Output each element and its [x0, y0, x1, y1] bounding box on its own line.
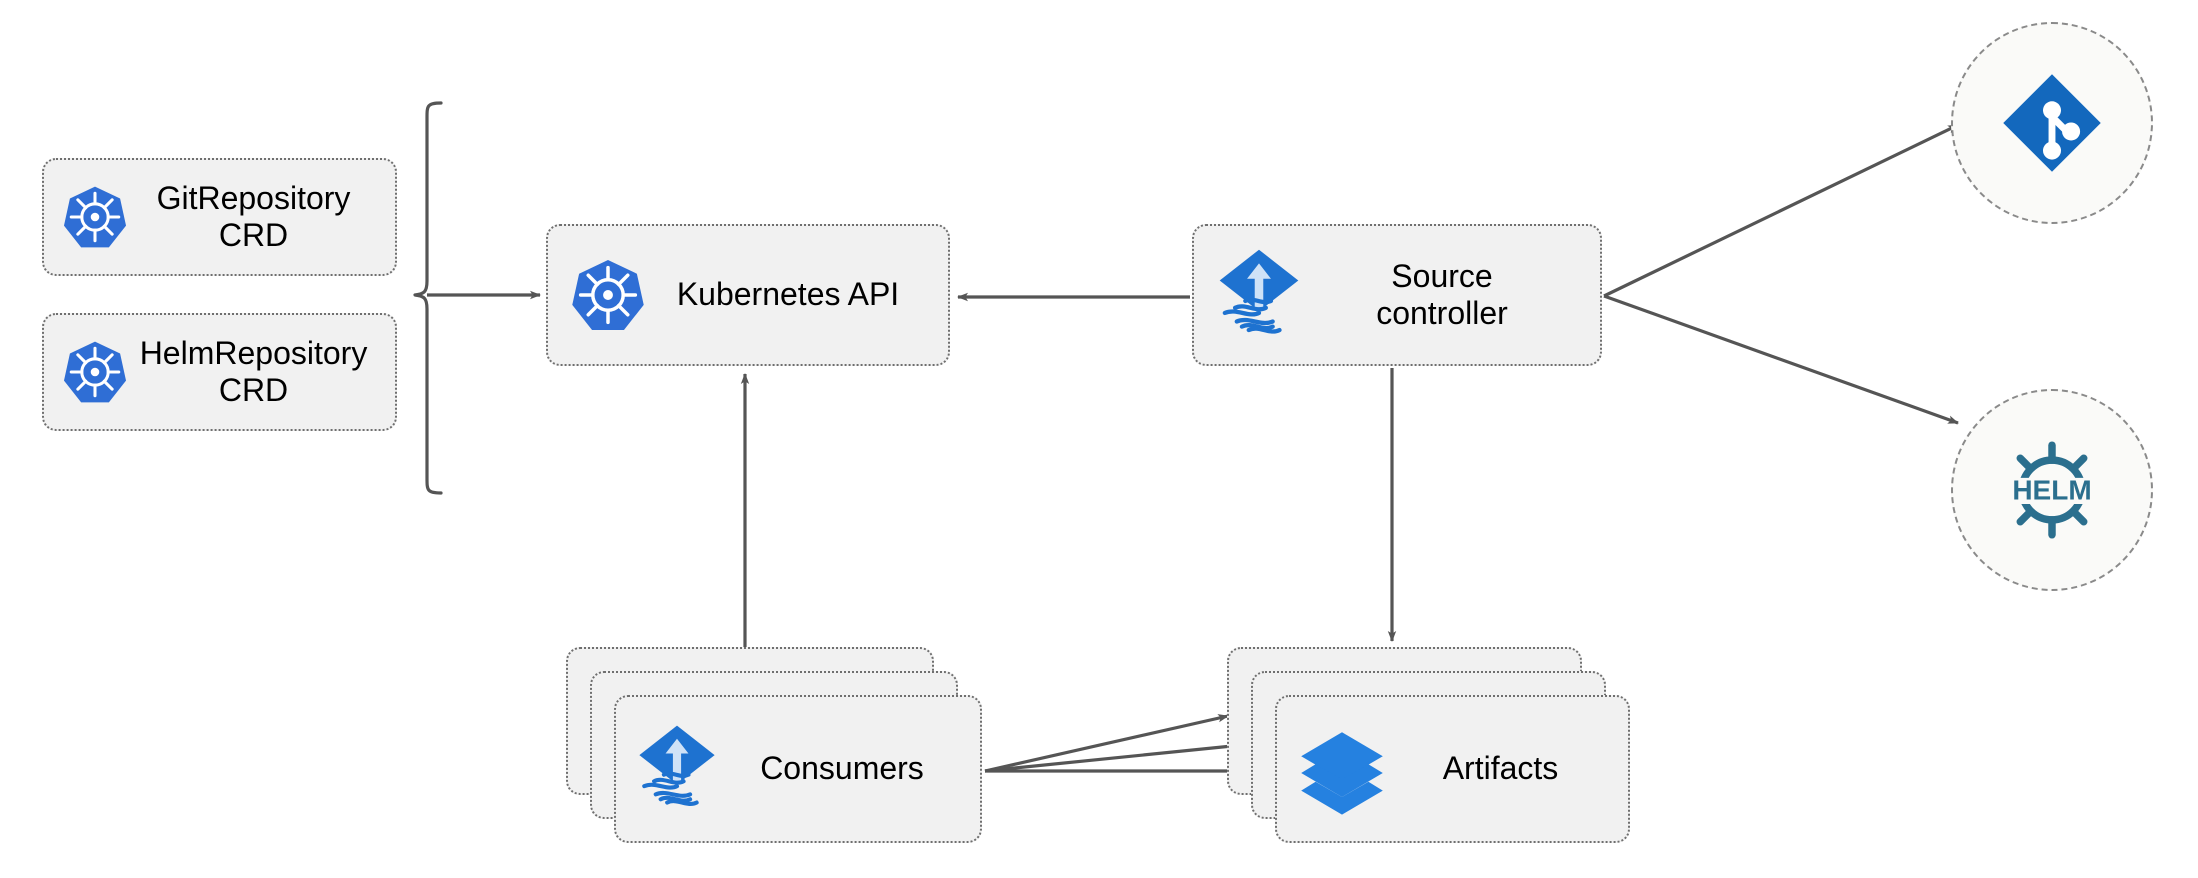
node-label: Kubernetes API: [676, 276, 900, 313]
edge-consumers-to-artifacts-2: [984, 740, 1253, 773]
node-label: HelmRepository CRD: [139, 334, 368, 408]
flux-icon: [636, 724, 718, 814]
git-icon: [1999, 70, 2105, 176]
node-helmrepository-crd[interactable]: HelmRepository CRD: [42, 313, 397, 431]
node-label: Artifacts: [1442, 750, 1559, 787]
helm-wordmark: HELM: [2012, 474, 2091, 505]
node-consumers[interactable]: Consumers: [614, 695, 982, 843]
node-kubernetes-api[interactable]: Kubernetes API: [546, 224, 950, 366]
kubernetes-icon: [570, 257, 646, 333]
crd-group-brace: [413, 101, 443, 495]
node-gitrepository-crd[interactable]: GitRepository CRD: [42, 158, 397, 276]
kubernetes-icon: [62, 184, 128, 250]
node-git-repository-external[interactable]: [1951, 22, 2153, 224]
edge-source-controller-to-helm: [1603, 294, 1959, 425]
node-label: GitRepository CRD: [156, 179, 351, 253]
edge-source-controller-to-git: [1603, 123, 1959, 298]
helm-icon: HELM: [1996, 434, 2108, 546]
node-label: Source controller: [1376, 257, 1508, 331]
kubernetes-icon: [62, 339, 128, 405]
node-artifacts[interactable]: Artifacts: [1275, 695, 1630, 843]
node-label: Consumers: [760, 750, 924, 787]
node-source-controller[interactable]: Source controller: [1192, 224, 1602, 366]
node-helm-repository-external[interactable]: HELM: [1951, 389, 2153, 591]
flux-icon: [1216, 248, 1302, 342]
edge-consumers-to-artifacts-1: [984, 714, 1229, 773]
layers-icon: [1297, 729, 1387, 815]
